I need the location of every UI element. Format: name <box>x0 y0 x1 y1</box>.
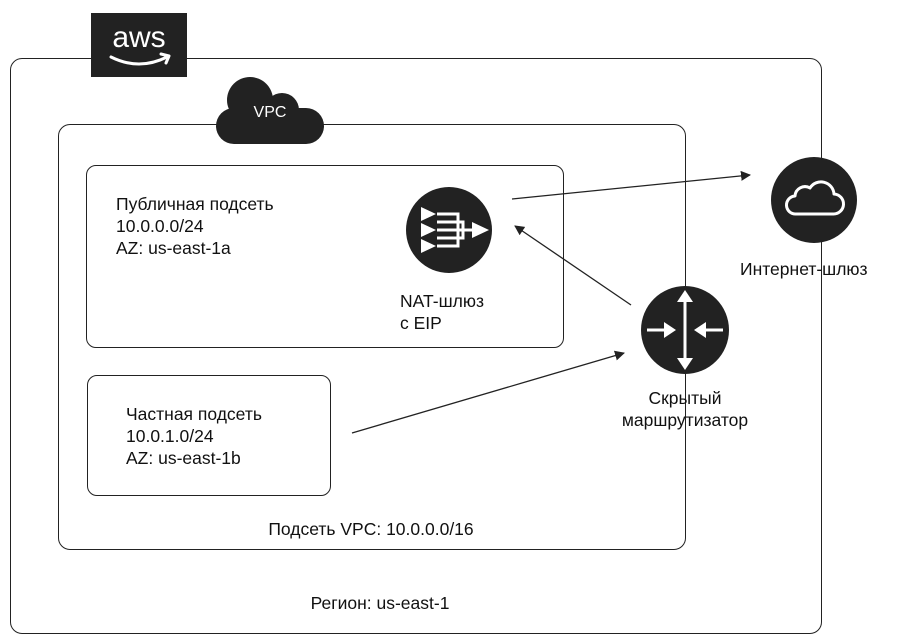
cloud-icon <box>771 157 857 243</box>
nat-gateway-label-line2: с EIP <box>400 313 442 333</box>
public-subnet-box <box>86 165 564 348</box>
private-subnet-cidr: 10.0.1.0/24 <box>126 426 214 446</box>
public-subnet-title: Публичная подсеть <box>116 194 274 214</box>
arrow-router-to-nat <box>514 225 632 306</box>
vpc-cloud-label: VPC <box>253 104 287 121</box>
vpc-cidr-label: Подсеть VPC: 10.0.0.0/16 <box>268 519 474 539</box>
private-subnet-box <box>87 375 331 496</box>
vpc-cloud-tab <box>216 77 324 144</box>
region-label: Регион: us-east-1 <box>310 593 450 613</box>
router-label-line1: Скрытый <box>648 388 722 408</box>
nat-gateway-label: NAT-шлюз с EIP <box>400 290 484 334</box>
nat-gateway-icon <box>406 187 492 273</box>
public-subnet-text: Публичная подсеть 10.0.0.0/24 AZ: us-eas… <box>116 193 274 259</box>
aws-logo-text: aws <box>112 21 165 54</box>
public-subnet-cidr: 10.0.0.0/24 <box>116 216 204 236</box>
private-subnet-text: Частная подсеть 10.0.1.0/24 AZ: us-east-… <box>126 403 262 469</box>
arrow-nat-to-internet <box>511 170 751 200</box>
router-label-line2: маршрутизатор <box>621 410 749 430</box>
router-icon <box>641 286 729 374</box>
diagram-canvas <box>216 77 857 434</box>
private-subnet-title: Частная подсеть <box>126 404 262 424</box>
internet-gateway-label: Интернет-шлюз <box>740 259 868 279</box>
router-label: Скрытый маршрутизатор <box>600 387 770 431</box>
public-subnet-az: AZ: us-east-1a <box>116 238 231 258</box>
private-subnet-az: AZ: us-east-1b <box>126 448 241 468</box>
arrow-private-to-router <box>351 350 625 434</box>
aws-logo: aws <box>91 13 187 77</box>
nat-gateway-label-line1: NAT-шлюз <box>400 291 484 311</box>
